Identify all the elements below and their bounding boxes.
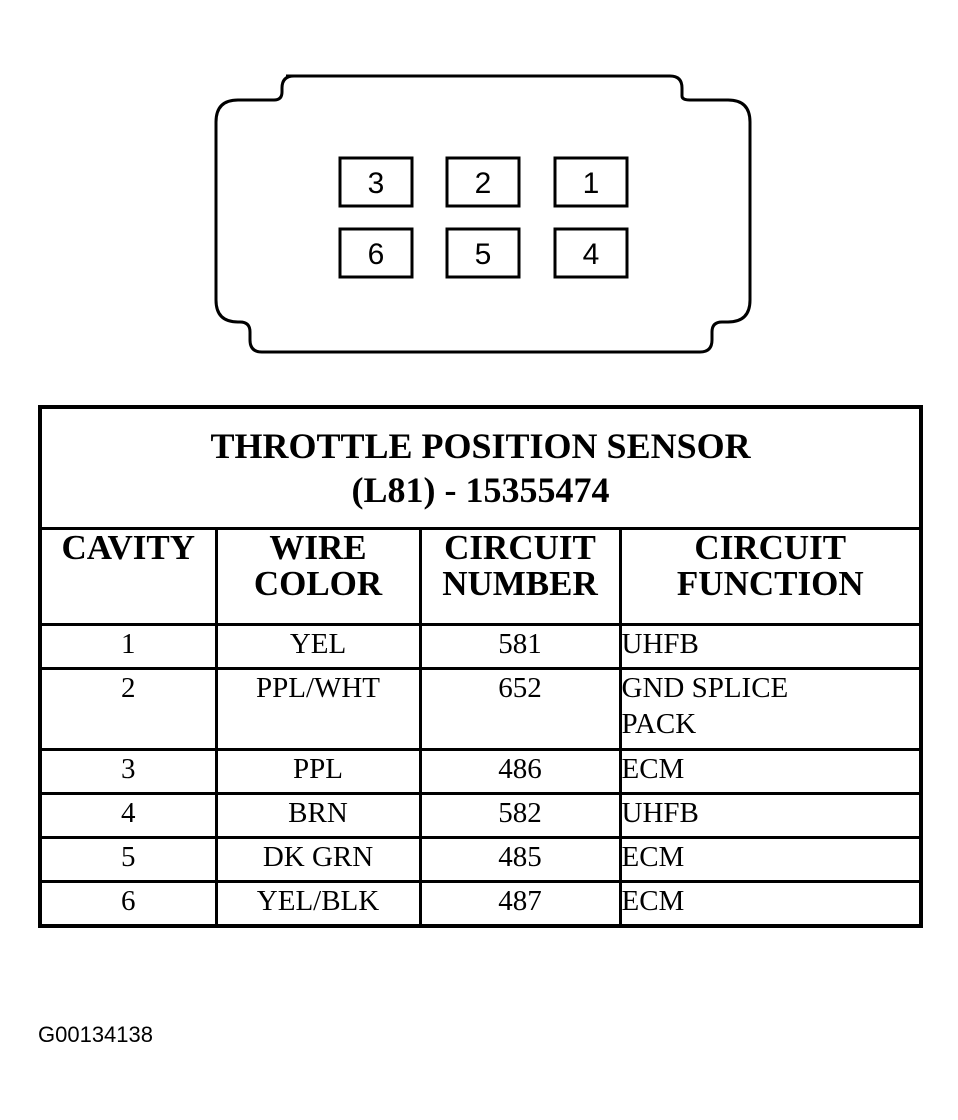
- cell-circuit-number: 486: [418, 748, 622, 795]
- connector-outline: [214, 74, 752, 354]
- connector-face-diagram: 3 2 1 6 5 4: [214, 74, 752, 354]
- cavity-label: 5: [475, 238, 492, 271]
- cavity-box: [445, 227, 521, 279]
- cell-circuit-number: 485: [418, 836, 622, 883]
- cavity-label: 6: [368, 238, 385, 271]
- table-title: THROTTLE POSITION SENSOR (L81) - 1535547…: [38, 405, 923, 530]
- cell-circuit-number: 487: [418, 880, 622, 928]
- figure-code: G00134138: [38, 1022, 153, 1047]
- cavity-label: 4: [583, 238, 600, 271]
- cell-cavity: 1: [38, 623, 218, 670]
- cell-cavity: 4: [38, 792, 218, 839]
- cavity-box: [338, 227, 414, 279]
- cell-wire-color: PPL: [214, 748, 422, 795]
- cell-wire-color: BRN: [214, 792, 422, 839]
- table-row: 3 PPL 486 ECM: [38, 748, 923, 795]
- cell-wire-color: YEL/BLK: [214, 880, 422, 928]
- table-row: 4 BRN 582 UHFB: [38, 792, 923, 839]
- cavity-box: [553, 227, 629, 279]
- cavity-label: 1: [583, 167, 600, 200]
- table-title-line: THROTTLE POSITION SENSOR: [210, 426, 751, 466]
- cell-circuit-function: ECM: [618, 748, 923, 795]
- cell-circuit-number: 652: [418, 667, 622, 751]
- cavity-box: [445, 156, 521, 208]
- cavity-box: [553, 156, 629, 208]
- cavity-label: 3: [368, 167, 385, 200]
- cell-circuit-function: ECM: [618, 836, 923, 883]
- pinout-table: THROTTLE POSITION SENSOR (L81) - 1535547…: [38, 405, 924, 928]
- cell-circuit-function: UHFB: [618, 623, 923, 670]
- table-row: 6 YEL/BLK 487 ECM: [38, 880, 923, 928]
- cell-wire-color: YEL: [214, 623, 422, 670]
- table-row: 5 DK GRN 485 ECM: [38, 836, 923, 883]
- cell-circuit-number: 581: [418, 623, 622, 670]
- header-cavity: CAVITY: [38, 527, 218, 626]
- table-row: 1 YEL 581 UHFB: [38, 623, 923, 670]
- cavity-box: [338, 156, 414, 208]
- table-title-line: (L81) - 15355474: [351, 470, 610, 510]
- cell-cavity: 5: [38, 836, 218, 883]
- cell-cavity: 6: [38, 880, 218, 928]
- cell-circuit-function: ECM: [618, 880, 923, 928]
- cell-wire-color: DK GRN: [214, 836, 422, 883]
- cell-circuit-function: UHFB: [618, 792, 923, 839]
- cell-cavity: 3: [38, 748, 218, 795]
- cell-wire-color: PPL/WHT: [214, 667, 422, 751]
- cavity-label: 2: [475, 167, 492, 200]
- cell-circuit-number: 582: [418, 792, 622, 839]
- cell-cavity: 2: [38, 667, 218, 751]
